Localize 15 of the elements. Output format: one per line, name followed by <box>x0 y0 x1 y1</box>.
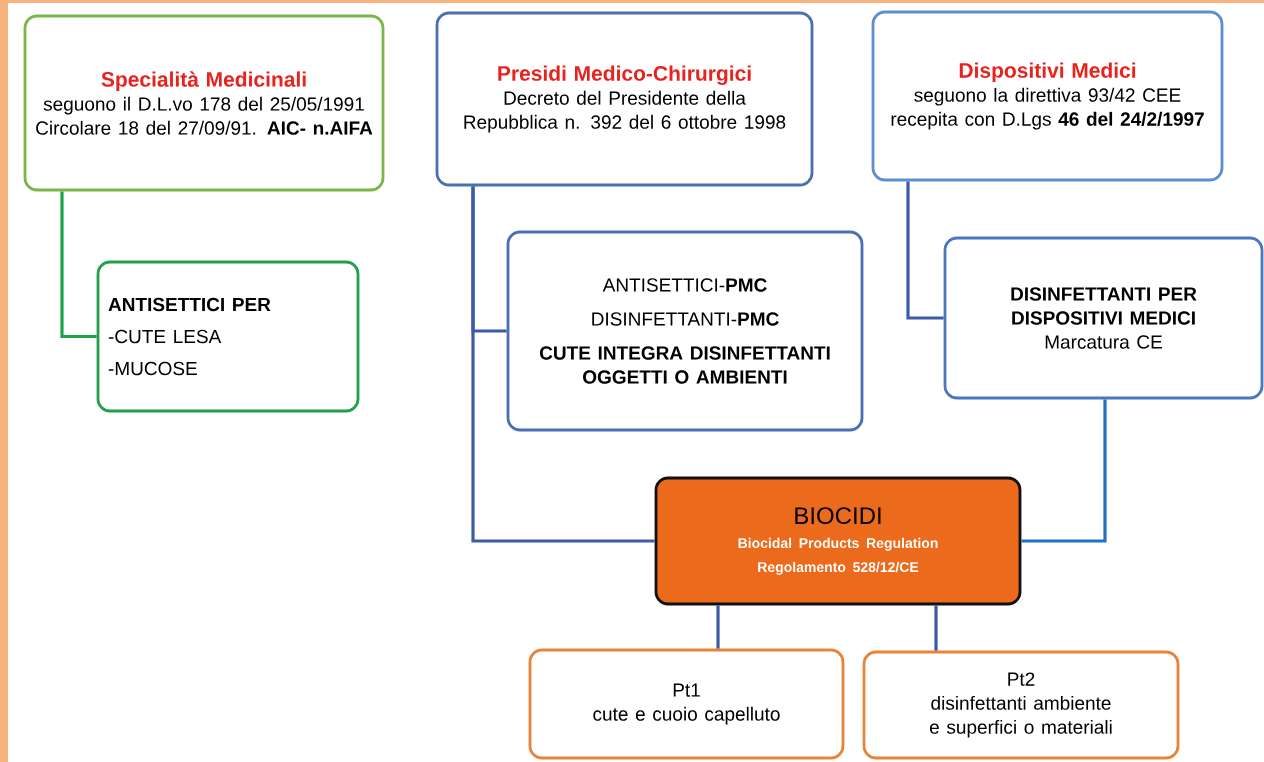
connector-line <box>716 605 720 649</box>
connector-line <box>906 181 944 320</box>
text-box: ANTISETTICI PER -CUTE LESA -MUCOSE <box>96 260 360 413</box>
highlight-box: BIOCIDI Biocidal Products Regulation Regolamento 528/12/CE <box>654 476 1022 606</box>
connector-line <box>934 605 938 651</box>
text-box: Dispositivi Medici seguono la direttiva 93/42 CEE recepita con D.Lgs 46 del 24/2/1997 <box>871 10 1224 182</box>
text-box: Specialità Medicinali seguono il D.L.vo 178 del 25/05/1991 Circolare 18 del 27/09/91. AIC- n.AIFA <box>23 14 385 192</box>
text-box: Pt2 disinfettanti ambiente e superfici o materiali <box>862 650 1180 760</box>
text-box: Presidi Medico-Chirurgici Decreto del Presidente della Repubblica n. 392 del 6 ottobre 1998 <box>435 11 814 187</box>
text-box: Pt1 cute e cuoio capelluto <box>528 648 845 760</box>
text-box: DISINFETTANTI PER DISPOSITIVI MEDICI Marcatura CE <box>943 236 1264 400</box>
connector-line <box>60 191 97 339</box>
connector-line <box>471 186 655 543</box>
text-box: ANTISETTICI-PMC DISINFETTANTI-PMC CUTE INTEGRA DISINFETTANTI OGGETTI O AMBIENTI <box>506 230 864 432</box>
connector-line <box>1021 399 1107 543</box>
